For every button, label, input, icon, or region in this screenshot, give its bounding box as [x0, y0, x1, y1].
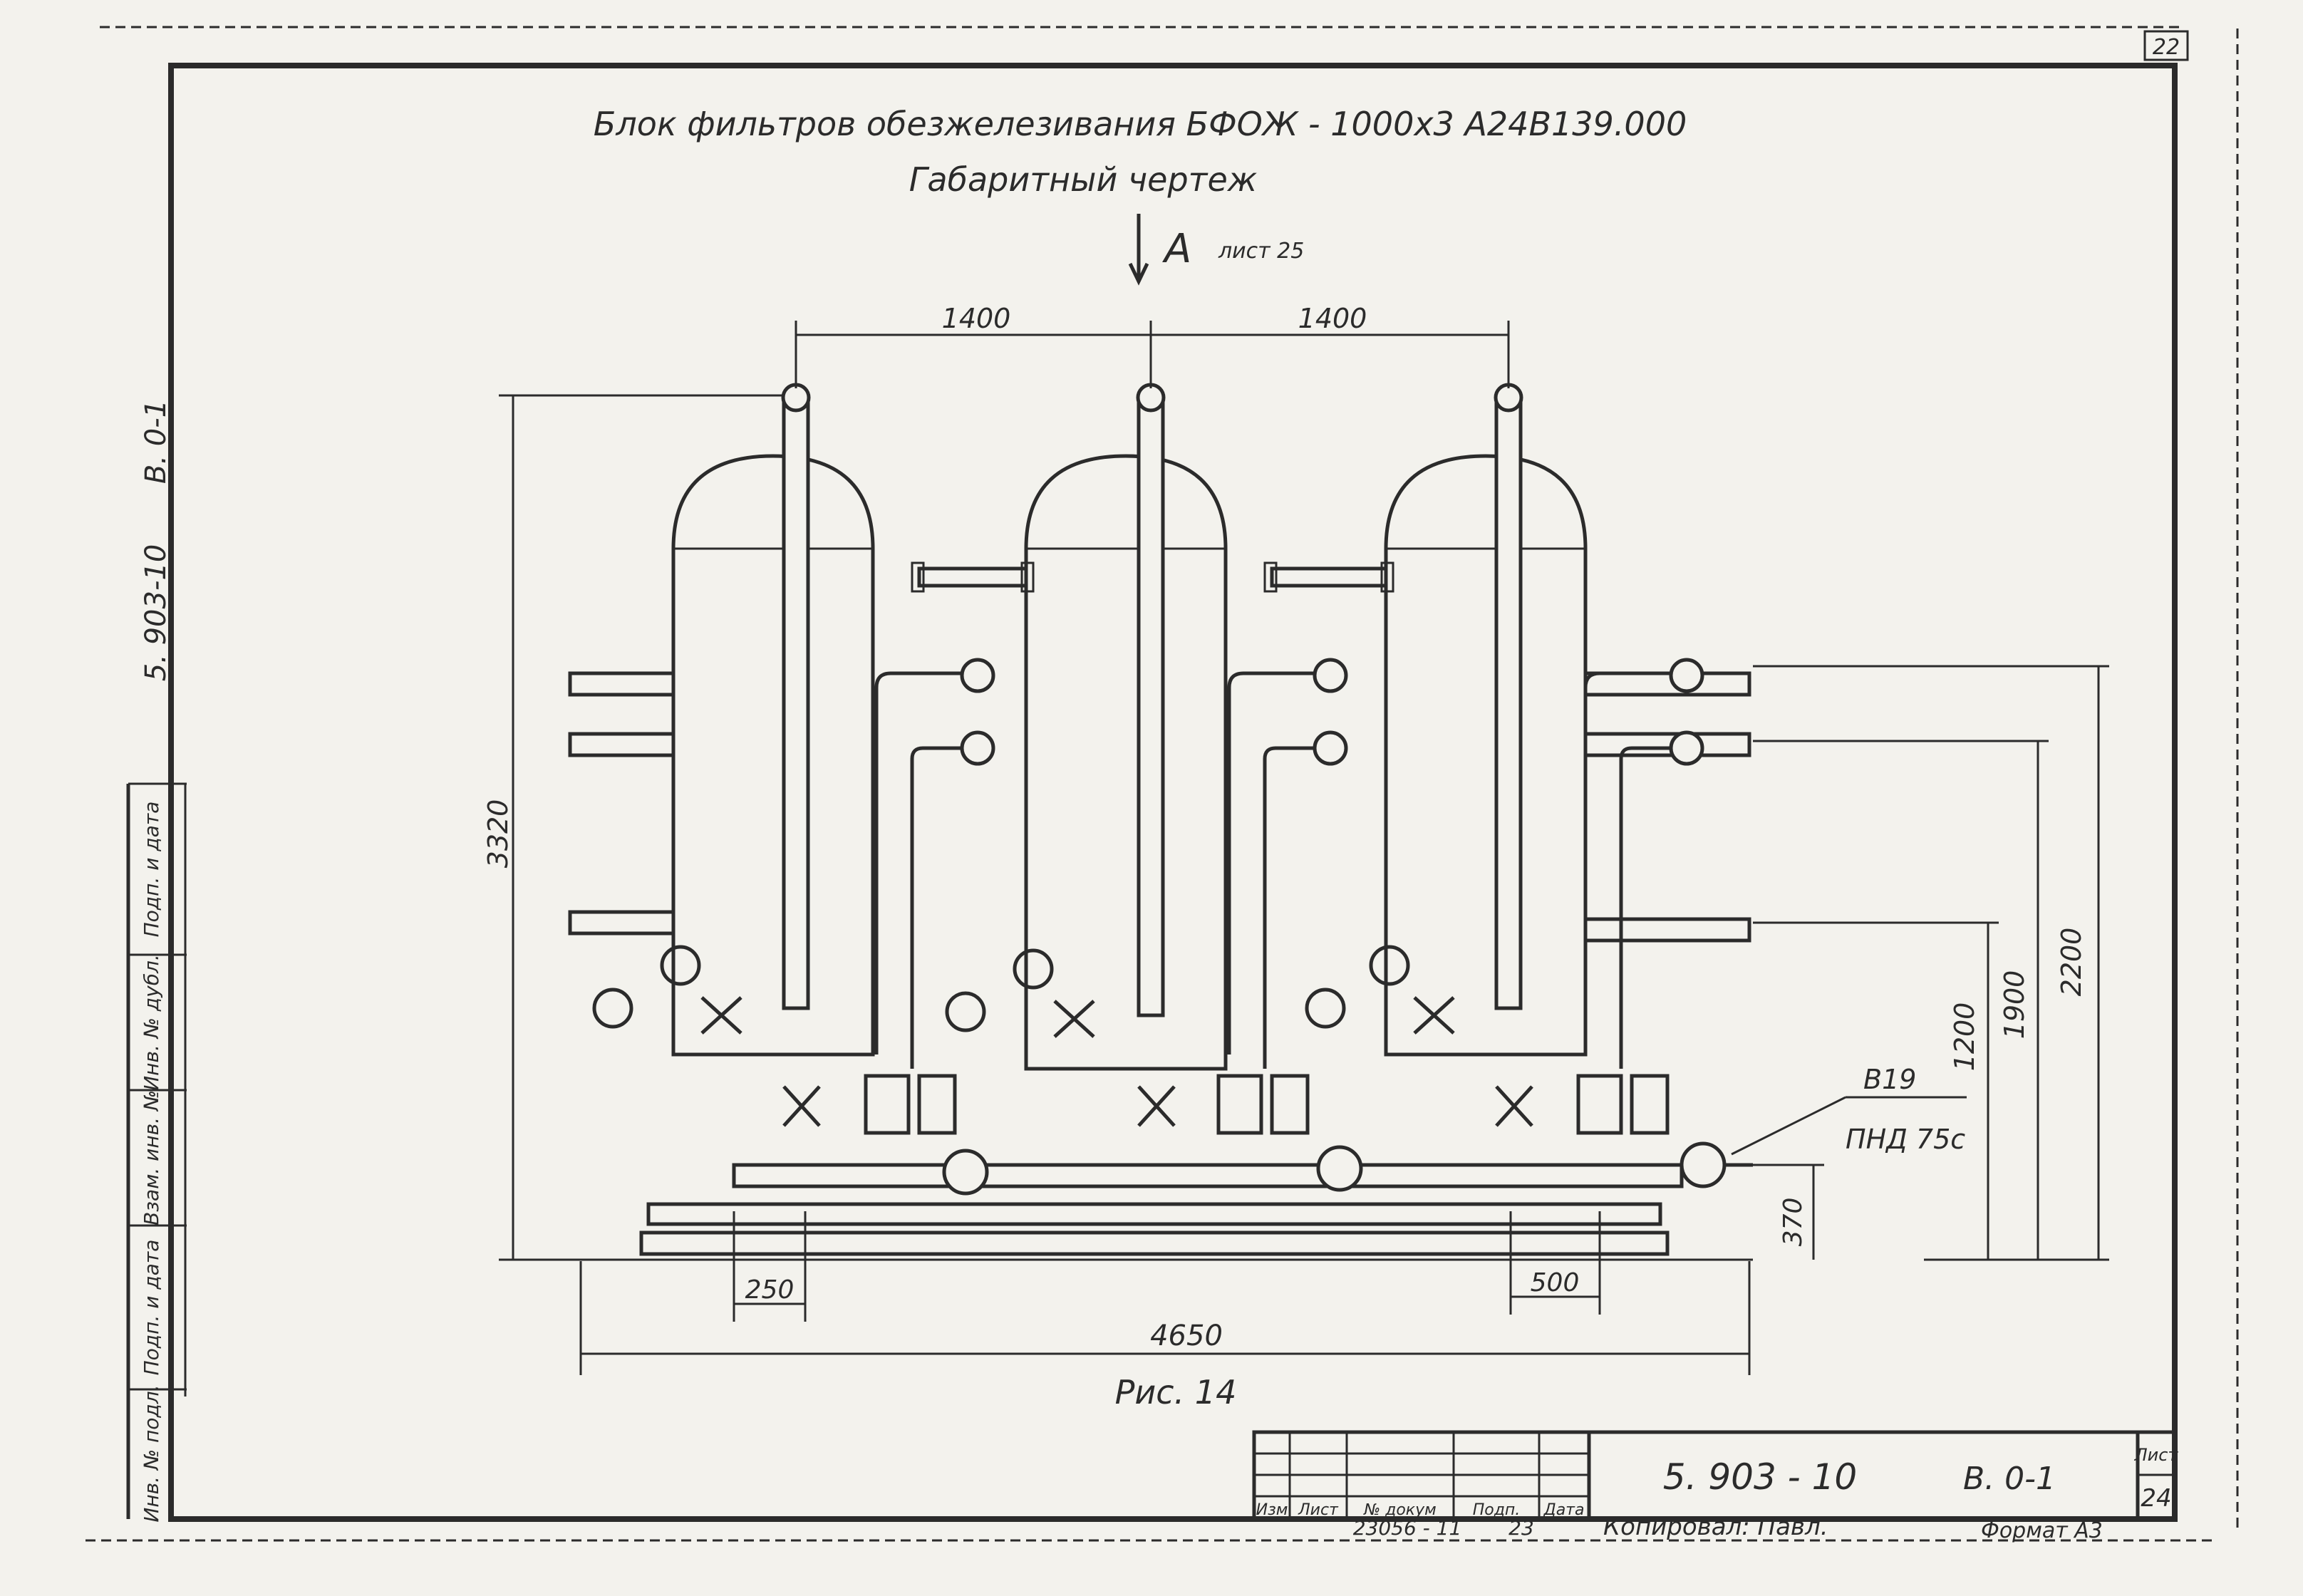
callout-code: В19	[1863, 1064, 1916, 1095]
dim-bottom-500: 500	[1531, 1268, 1580, 1297]
tb-header-izm: Изм	[1256, 1501, 1288, 1519]
filter-vessel-right	[1384, 454, 1588, 1057]
callout: В19 ПНД 75с	[1731, 1064, 1967, 1156]
tb-header-list: Лист	[1298, 1501, 1339, 1519]
pipe-assembly-3	[1576, 658, 1704, 1135]
filter-vessel-center	[1024, 454, 1228, 1071]
pipe-assembly-2	[1216, 658, 1348, 1135]
footer-copied-by: Копировал: Павл.	[1603, 1513, 1828, 1541]
title-block: Изм Лист № докум Подп. Дата 5. 903 - 10 …	[1252, 1430, 2179, 1521]
footer-order-no: 23056 - 11	[1353, 1516, 1462, 1540]
dim-bottom-250: 250	[745, 1275, 795, 1305]
tb-sheet-number: 24	[2141, 1484, 2171, 1513]
side-issue: В. 0-1	[140, 400, 172, 484]
view-marker-letter: А	[1162, 226, 1191, 272]
view-marker-ref: лист 25	[1218, 239, 1304, 264]
stamp-cell-5: Инв. № подл.	[140, 1384, 163, 1522]
drawing-title: Блок фильтров обезжелезивания БФОЖ - 100…	[594, 105, 1687, 143]
tb-designation: 5. 903 - 10	[1663, 1456, 1858, 1498]
footer-format: Формат А3	[1981, 1518, 2103, 1543]
tb-header-sign: Подп.	[1473, 1501, 1521, 1519]
dimensions: 1400 1400 3320 2200 1900 1200 370 250 50…	[482, 303, 2109, 1375]
view-marker: А лист 25	[1128, 214, 1304, 286]
pipe-assembly-1	[864, 658, 995, 1135]
corner-sheet-number: 22	[2153, 35, 2180, 60]
dim-top-left: 1400	[942, 303, 1011, 334]
tb-header-doc: № докум	[1363, 1501, 1436, 1519]
callout-label: ПНД 75с	[1846, 1124, 1965, 1155]
dim-bottom-total: 4650	[1150, 1320, 1223, 1352]
side-stamp: Подп. и дата Инв. № дубл. Взам. инв. № П…	[126, 400, 187, 1523]
stamp-cell-2: Инв. № дубл.	[140, 954, 163, 1091]
filter-block-drawing	[499, 383, 1753, 1261]
tb-sheet-label: Лист	[2134, 1445, 2179, 1465]
side-designation: 5. 903-10	[140, 544, 172, 682]
drawing-subtitle: Габаритный чертеж	[909, 160, 1258, 199]
tb-header-date: Дата	[1543, 1501, 1585, 1519]
dim-right-2200: 2200	[2056, 928, 2087, 997]
figure-caption: Рис. 14	[1115, 1373, 1237, 1411]
tb-issue: В. 0-1	[1963, 1461, 2056, 1497]
dim-base-370: 370	[1779, 1198, 1808, 1247]
lower-valves	[700, 996, 1533, 1127]
dim-top-right: 1400	[1298, 303, 1367, 334]
stamp-cell-1: Подп. и дата	[140, 802, 163, 938]
stamp-cell-4: Подп. и дата	[140, 1240, 163, 1376]
dim-right-1200: 1200	[1949, 1002, 1980, 1072]
footer-copy-no: 23	[1508, 1516, 1534, 1540]
footer: 23056 - 11 23 Копировал: Павл. Формат А3	[1353, 1513, 2103, 1543]
dim-height-total: 3320	[482, 799, 514, 869]
filter-vessel-left	[671, 454, 875, 1057]
dim-right-1900: 1900	[1999, 970, 2030, 1040]
stamp-cell-3: Взам. инв. №	[140, 1090, 163, 1226]
